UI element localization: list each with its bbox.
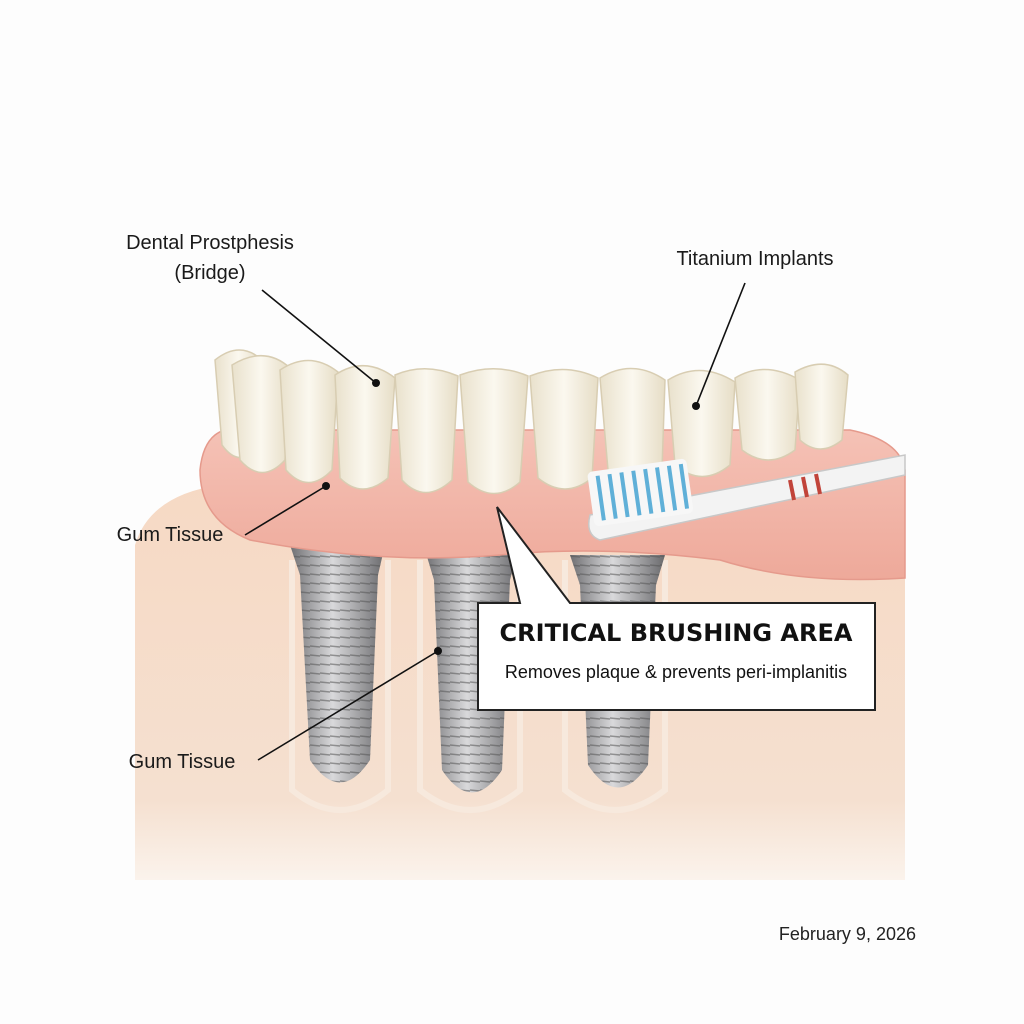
label-prosthesis: Dental Prostphesis — [126, 232, 294, 254]
callout-box — [477, 506, 876, 711]
implant-sockets — [289, 560, 668, 813]
titanium-implant — [290, 545, 385, 783]
pointer-dot — [434, 647, 442, 655]
label-prosthesis-bridge: (Bridge) — [174, 262, 245, 284]
pointer-dot — [372, 379, 380, 387]
callout-title: CRITICAL BRUSHING AREA — [500, 619, 853, 647]
toothbrush — [587, 454, 906, 541]
pointer-dot — [692, 402, 700, 410]
date-stamp: February 9, 2026 — [779, 924, 916, 944]
bridge-teeth — [214, 349, 849, 495]
label-gum-tissue-lower: Gum Tissue — [129, 751, 236, 773]
label-gum-tissue-upper: Gum Tissue — [117, 524, 224, 546]
callout-subtitle: Removes plaque & prevents peri-implaniti… — [505, 662, 847, 682]
pointer-dot — [322, 482, 330, 490]
leader-lines — [244, 282, 746, 761]
label-titanium-implants: Titanium Implants — [676, 248, 833, 270]
